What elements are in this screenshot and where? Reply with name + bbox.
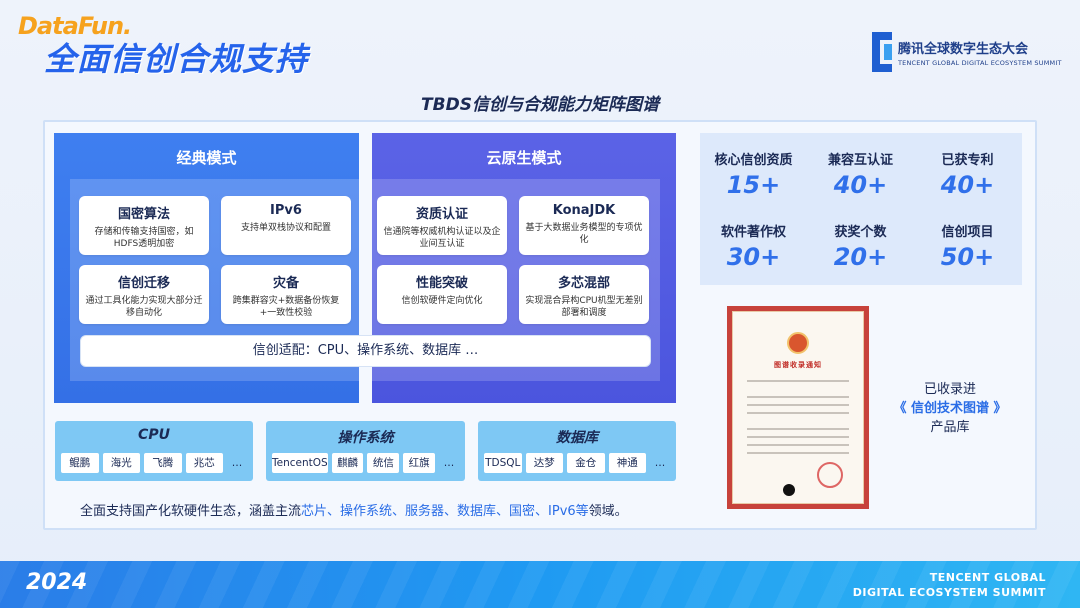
brand-name-en: TENCENT GLOBAL DIGITAL ECOSYSTEM SUMMIT	[898, 58, 1062, 67]
summary-highlight: 芯片、操作系统、服务器、数据库、国密、IPv6等	[301, 504, 589, 519]
stamp-icon	[817, 462, 843, 488]
group-title: 操作系统	[337, 430, 394, 446]
chip: 金仓	[567, 453, 605, 473]
footer-line2: DIGITAL ECOSYSTEM SUMMIT	[852, 586, 1046, 599]
certificate-heading: 图谱收录通知	[774, 361, 822, 369]
stat-item: 兼容互认证 40+	[807, 149, 914, 199]
footer-banner: 2024 TENCENT GLOBAL DIGITAL ECOSYSTEM SU…	[0, 561, 1080, 608]
chip: 麒麟	[331, 453, 364, 473]
card-konajdk: KonaJDK 基于大数据业务模型的专项优化	[519, 196, 649, 255]
stat-item: 获奖个数 20+	[807, 221, 914, 271]
classic-mode-title: 经典模式	[176, 149, 237, 167]
card-multi-chip: 多芯混部 实现混合异构CPU机型无差别部署和调度	[519, 265, 649, 324]
chip: 鲲鹏	[61, 453, 99, 473]
card-desc: 支持单双栈协议和配置	[240, 223, 331, 233]
brand-name-cn: 腾讯全球数字生态大会	[898, 41, 1029, 57]
cert-note-line2: 《 信创技术图谱 》	[893, 401, 1007, 416]
card-certification: 资质认证 信通院等权威机构认证以及企业间互认证	[377, 196, 507, 255]
card-desc: 存储和传输支持国密，如HDFS透明加密	[94, 227, 194, 249]
card-title: KonaJDK	[552, 203, 616, 218]
chip: 红旗	[403, 453, 435, 473]
chip: 神通	[608, 453, 646, 473]
stat-label: 兼容互认证	[827, 153, 893, 168]
stat-value: 50+	[940, 243, 995, 271]
chip: TDSQL	[484, 453, 522, 473]
group-title: 数据库	[556, 430, 598, 446]
stat-item: 信创项目 50+	[914, 221, 1021, 271]
chip-more: …	[231, 457, 243, 469]
card-desc: 实现混合异构CPU机型无差别部署和调度	[525, 296, 643, 318]
stat-label: 信创项目	[941, 225, 994, 240]
adaptation-bar: 信创适配：CPU、操作系统、数据库 …	[80, 335, 651, 367]
card-title: 国密算法	[117, 207, 170, 222]
cloud-native-mode-title: 云原生模式	[486, 149, 562, 167]
summary-suffix: 领域。	[588, 504, 628, 519]
cert-note-line1: 已收录进	[923, 382, 976, 397]
group-os: 操作系统 TencentOS 麒麟 统信 红旗 …	[266, 421, 465, 481]
card-guomi: 国密算法 存储和传输支持国密，如HDFS透明加密	[79, 196, 209, 255]
page-title: 全面信创合规支持	[44, 40, 309, 78]
chip: 兆芯	[185, 453, 223, 473]
stats-panel: 核心信创资质 15+ 兼容互认证 40+ 已获专利 40+ 软件著作权 30+ …	[700, 133, 1022, 285]
card-disaster-recovery: 灾备 跨集群容灾+数据备份恢复+一致性校验	[221, 265, 351, 324]
footer-year: 2024	[26, 570, 88, 595]
stat-label: 核心信创资质	[714, 153, 793, 168]
card-ipv6: IPv6 支持单双栈协议和配置	[221, 196, 351, 255]
bottom-summary: 全面支持国产化软硬件生态，涵盖主流芯片、操作系统、服务器、数据库、国密、IPv6…	[80, 500, 628, 519]
chip-more: …	[443, 457, 455, 469]
footer-line1: TENCENT GLOBAL	[929, 571, 1046, 584]
footer-summit-name: TENCENT GLOBAL DIGITAL ECOSYSTEM SUMMIT	[853, 570, 1046, 600]
certificate-image: 图谱收录通知	[727, 306, 869, 509]
stat-value: 40+	[833, 171, 888, 199]
emblem-icon	[787, 332, 809, 354]
summary-prefix: 全面支持国产化软硬件生态，涵盖主流	[80, 504, 302, 519]
card-desc: 通过工具化能力实现大部分迁移自动化	[85, 296, 203, 318]
chip: TencentOS	[272, 453, 328, 473]
card-desc: 信通院等权威机构认证以及企业间互认证	[383, 227, 501, 249]
cert-note-line3: 产品库	[930, 420, 970, 435]
card-desc: 基于大数据业务模型的专项优化	[525, 223, 643, 245]
card-migration: 信创迁移 通过工具化能力实现大部分迁移自动化	[79, 265, 209, 324]
stat-item: 已获专利 40+	[914, 149, 1021, 199]
chip: 飞腾	[144, 453, 182, 473]
card-title: 性能突破	[415, 276, 468, 291]
card-title: IPv6	[270, 203, 302, 218]
card-title: 资质认证	[415, 207, 468, 222]
chip: 达梦	[525, 453, 563, 473]
summit-brand: 腾讯全球数字生态大会 TENCENT GLOBAL DIGITAL ECOSYS…	[872, 32, 1062, 72]
stat-item: 核心信创资质 15+	[700, 149, 807, 199]
card-performance: 性能突破 信创软硬件定向优化	[377, 265, 507, 324]
stat-value: 20+	[833, 243, 888, 271]
group-title: CPU	[138, 427, 170, 443]
card-title: 多芯混部	[557, 276, 610, 291]
qr-dot-icon	[783, 484, 795, 496]
certificate-note: 已收录进 《 信创技术图谱 》 产品库	[880, 380, 1020, 437]
stat-value: 15+	[726, 171, 781, 199]
stat-value: 30+	[726, 243, 781, 271]
group-database: 数据库 TDSQL 达梦 金仓 神通 …	[478, 421, 676, 481]
stat-label: 已获专利	[941, 153, 994, 168]
stat-label: 获奖个数	[834, 225, 887, 240]
datafun-logo: DataFun.	[18, 12, 132, 40]
chip: 海光	[102, 453, 140, 473]
tencent-summit-logo-icon	[872, 32, 892, 72]
stat-value: 40+	[940, 171, 995, 199]
stat-label: 软件著作权	[720, 225, 786, 240]
matrix-subtitle: TBDS信创与合规能力矩阵图谱	[421, 95, 659, 115]
card-title: 信创迁移	[117, 276, 170, 291]
stat-item: 软件著作权 30+	[700, 221, 807, 271]
group-cpu: CPU 鲲鹏 海光 飞腾 兆芯 …	[55, 421, 253, 481]
card-title: 灾备	[272, 276, 299, 291]
card-desc: 信创软硬件定向优化	[401, 296, 483, 306]
chip: 统信	[367, 453, 400, 473]
card-desc: 跨集群容灾+数据备份恢复+一致性校验	[232, 296, 340, 318]
chip-more: …	[654, 457, 666, 469]
